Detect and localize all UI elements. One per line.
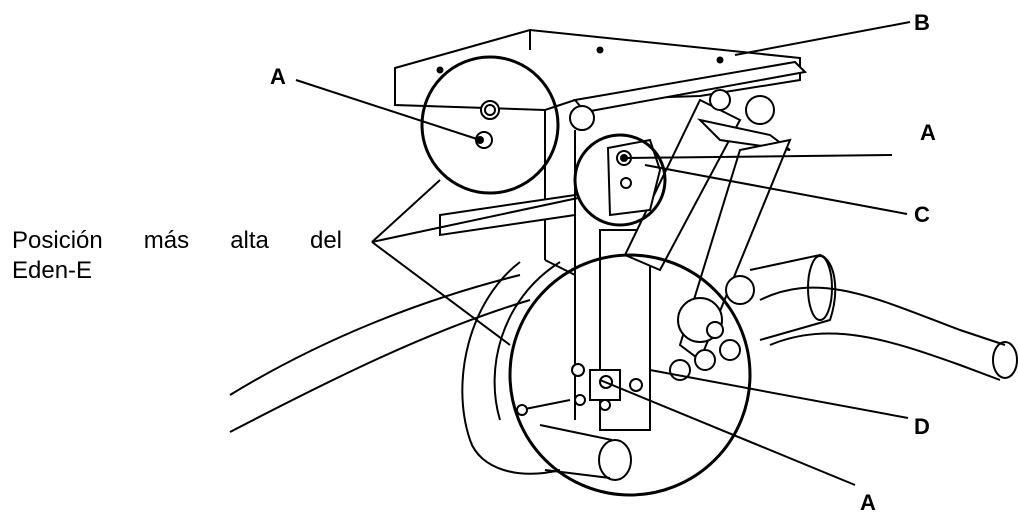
detail-circle-c <box>573 133 667 227</box>
detail-circle-bottom <box>508 253 752 497</box>
position-caption: Posición más alta del Eden-E <box>12 226 342 286</box>
bracket-c <box>606 138 662 217</box>
magnifier-circles <box>420 55 752 497</box>
frame-tubes <box>229 253 1018 481</box>
callout-a-top-left: A <box>270 64 286 89</box>
callout-a-right: A <box>920 120 936 145</box>
leader-lines <box>295 21 911 486</box>
seat-plate <box>394 28 808 131</box>
callout-a-bottom: A <box>860 490 876 515</box>
callout-d: D <box>914 414 930 439</box>
caption-line-2: Eden-E <box>12 257 93 284</box>
caption-line-1: Posición más alta del <box>12 227 342 254</box>
hardware-d <box>516 339 741 416</box>
detail-circle-top-left <box>420 55 560 195</box>
actuator-arm <box>623 89 792 362</box>
callout-b: B <box>914 10 930 35</box>
callout-c: C <box>914 202 930 227</box>
